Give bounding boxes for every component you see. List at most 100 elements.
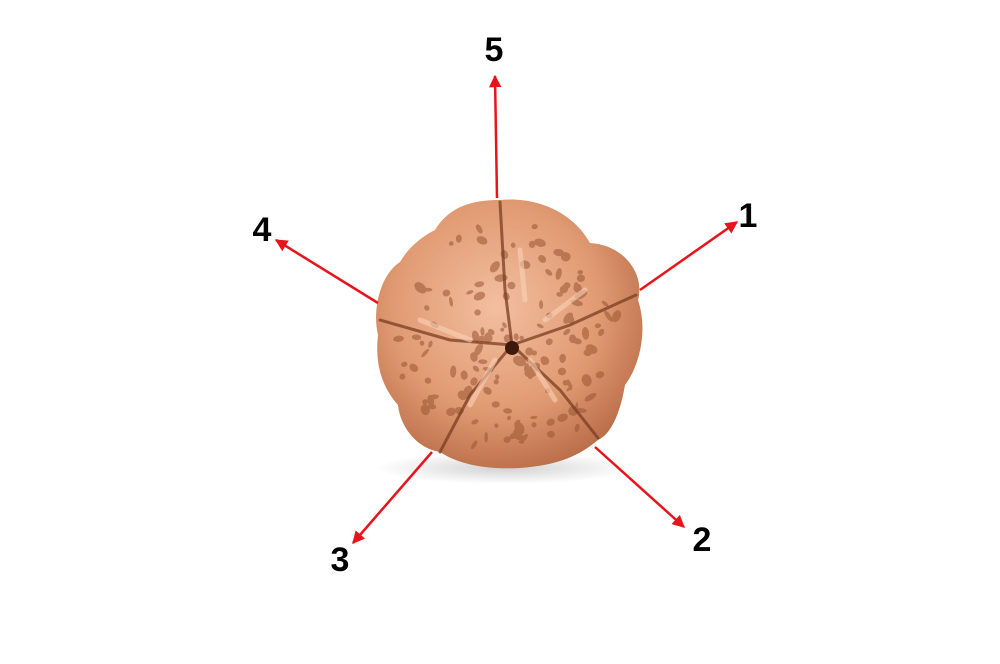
bead-texture-pit <box>474 309 481 316</box>
bead-texture-pit <box>487 328 495 336</box>
bead-texture-pit <box>491 401 500 408</box>
bead-texture-pit <box>471 440 478 450</box>
bead-texture-pit <box>563 312 574 324</box>
bead-texture-pit <box>411 334 422 341</box>
arrow-4 <box>274 238 379 305</box>
bead-texture-pit <box>455 234 462 243</box>
label-4: 4 <box>252 211 272 249</box>
bead-texture-pit <box>472 365 480 372</box>
bead-texture-pit <box>534 238 546 247</box>
bead-texture-pit <box>611 310 622 323</box>
bead-texture-pit <box>474 343 484 356</box>
bead-texture-pit <box>519 335 524 341</box>
bead-texture-pit <box>494 423 499 428</box>
bead-texture-pit <box>563 328 571 336</box>
bead-texture-pit <box>393 335 404 342</box>
bead-texture-pit <box>475 224 483 234</box>
bead-texture-pit <box>559 285 569 294</box>
bead-texture-pit <box>473 291 486 301</box>
bead-texture-pit <box>569 334 577 344</box>
bead-texture-pit <box>525 347 534 356</box>
bead-texture-pit <box>471 330 480 343</box>
bead-texture-pit <box>528 240 536 248</box>
bead-texture-pit <box>422 399 428 405</box>
bead-texture-pit <box>424 305 430 311</box>
bead-texture-pit <box>428 340 433 348</box>
bead-texture-pit <box>471 419 479 425</box>
rudraksha-bead <box>376 199 643 469</box>
bead-texture-pit <box>555 268 562 280</box>
bead-texture-pit <box>478 359 488 364</box>
label-1: 1 <box>738 197 758 235</box>
bead-texture-pit <box>484 334 493 344</box>
bead-texture-pit <box>513 355 526 367</box>
bead-texture-pit <box>466 290 474 295</box>
bead-texture-pit <box>478 335 486 343</box>
bead-texture-pit <box>577 269 584 275</box>
bead-texture-pit <box>500 327 505 332</box>
arrow-5 <box>488 74 502 199</box>
label-2: 2 <box>692 521 712 559</box>
bead-texture-pit <box>520 433 528 443</box>
bead-texture-pit <box>576 274 585 283</box>
bead-texture-pit <box>489 261 500 273</box>
bead-texture-pit <box>495 374 500 380</box>
bead-texture-pit <box>474 281 485 288</box>
bead-texture-pit <box>484 431 488 443</box>
arrow-1 <box>639 220 739 292</box>
bead-texture-pit <box>536 323 544 329</box>
bead-texture-pit <box>524 369 537 378</box>
bead-texture-pit <box>427 403 437 410</box>
bead-texture-pit <box>604 310 613 322</box>
bead-texture-pit <box>584 392 597 402</box>
bead-texture-pit <box>595 371 605 379</box>
bead-texture-pit <box>513 333 519 341</box>
bead-texture-pit <box>509 432 519 440</box>
bead-texture-pit <box>483 386 492 395</box>
bead-texture-pit <box>470 377 478 386</box>
bead-texture-pit <box>480 327 485 336</box>
bead-texture-pit <box>553 248 565 257</box>
bead-texture-pit <box>574 423 580 433</box>
bead-texture-pit <box>476 236 488 245</box>
bead-texture-pit <box>514 422 525 435</box>
bead-texture-pit <box>530 415 538 420</box>
bead-texture-pit <box>503 408 513 414</box>
bead-texture-pit <box>419 340 425 346</box>
bead-texture-pit <box>401 361 408 367</box>
bead-texture-pit <box>540 357 546 366</box>
bead-texture-pit <box>424 377 432 384</box>
bead-texture-pit <box>531 224 538 230</box>
bead-texture-pit <box>594 323 602 329</box>
bead-texture-pit <box>446 407 456 417</box>
bead-texture-pit <box>510 242 516 248</box>
bead-texture-pit <box>557 413 568 422</box>
bead-texture-pit <box>557 367 567 376</box>
label-5: 5 <box>484 31 504 69</box>
bead-texture-pit <box>601 300 609 307</box>
bead-texture-pit <box>573 283 582 293</box>
bead-texture-pit <box>470 352 478 362</box>
bead-texture-pit <box>507 415 512 421</box>
bead-texture-pit <box>450 365 457 378</box>
bead-texture-pit <box>442 289 451 297</box>
bead-texture-pit <box>409 363 419 372</box>
arrow-3 <box>352 451 433 544</box>
bead-texture-pit <box>399 373 406 380</box>
bead-texture-pit <box>502 322 507 329</box>
bead-texture-pit <box>460 370 468 380</box>
bead-texture-pit <box>539 300 544 310</box>
bead-texture-pit <box>547 430 555 438</box>
bead-texture-pit <box>559 353 566 363</box>
bead-texture-pit <box>545 338 553 346</box>
bead-texture-pit <box>583 349 592 357</box>
bead-texture-pit <box>507 281 516 290</box>
bead-texture-pit <box>531 350 538 356</box>
bead-texture-pit <box>531 422 537 428</box>
bead-texture-pit <box>581 327 590 340</box>
bead-texture-pit <box>493 379 499 385</box>
bead-texture-pit <box>449 296 454 307</box>
bead-texture-pit <box>414 282 427 294</box>
